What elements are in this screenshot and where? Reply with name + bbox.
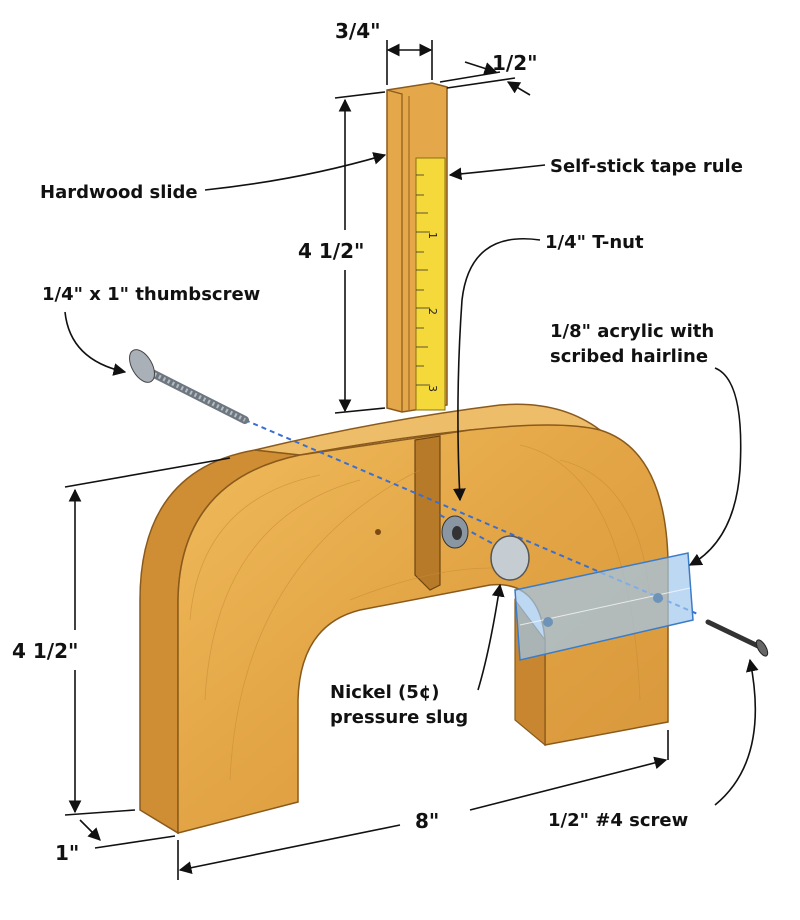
- slide-slot: [414, 435, 441, 591]
- label-tnut: 1/4" T-nut: [545, 232, 644, 253]
- thumbscrew: [129, 349, 249, 424]
- tape-tick-3: 3: [426, 385, 439, 392]
- nickel: [490, 535, 530, 581]
- tape-rule: 1 2 3: [415, 157, 446, 411]
- pilot-hole: [375, 529, 381, 535]
- label-acrylic-2: scribed hairline: [550, 346, 708, 367]
- label-screw: 1/2" #4 screw: [548, 810, 688, 831]
- tnut: [441, 515, 469, 549]
- dim-slide-width: 3/4": [335, 19, 381, 43]
- dim-body-thickness: 1": [55, 841, 79, 865]
- label-acrylic-1: 1/8" acrylic with: [550, 321, 714, 342]
- dim-body-length: 8": [415, 809, 439, 833]
- label-nickel-1: Nickel (5¢): [330, 682, 440, 703]
- dim-body-height: 4 1/2": [12, 639, 78, 663]
- label-hardwood-slide: Hardwood slide: [40, 182, 198, 203]
- screw: [705, 619, 769, 657]
- dim-slide-depth: 1/2": [492, 51, 538, 75]
- label-thumbscrew: 1/4" x 1" thumbscrew: [42, 284, 260, 305]
- label-tape-rule: Self-stick tape rule: [550, 156, 743, 177]
- dim-slide-height: 4 1/2": [298, 239, 364, 263]
- tape-tick-2: 2: [426, 308, 439, 315]
- tape-tick-1: 1: [426, 232, 439, 239]
- label-nickel-2: pressure slug: [330, 707, 468, 728]
